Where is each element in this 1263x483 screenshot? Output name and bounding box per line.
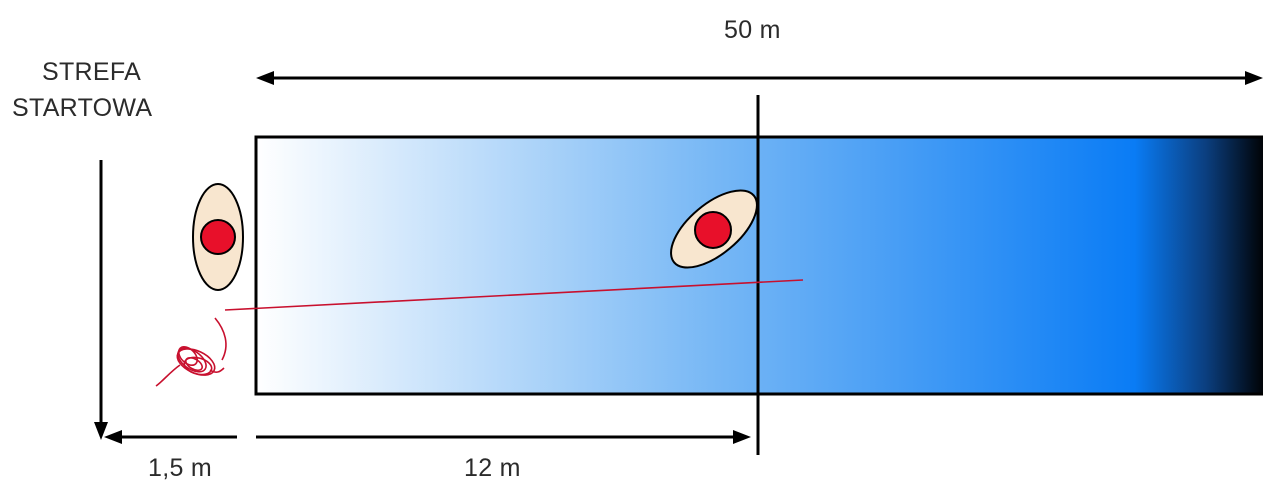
- total-length-arrow-left-head: [256, 71, 274, 85]
- total-length-arrow-right-head: [1245, 71, 1263, 85]
- zone-width-arrow-head: [104, 430, 122, 444]
- rescue-rope-line: [224, 279, 804, 311]
- distance-12m-label: 12 m: [464, 454, 521, 482]
- start-zone-vertical-arrow-head: [94, 422, 108, 440]
- total-length-label: 50 m: [724, 16, 781, 44]
- coiled-rope-icon: [155, 317, 227, 387]
- victim-swimmer-icon: [670, 189, 758, 269]
- zone-width-label: 1,5 m: [148, 454, 212, 482]
- start-zone-label-line1: STREFA: [42, 58, 141, 86]
- rescuer-swimmer-icon: [192, 183, 244, 291]
- distance-12m-arrow-head: [733, 430, 751, 444]
- start-zone-label-line2: STARTOWA: [12, 94, 152, 122]
